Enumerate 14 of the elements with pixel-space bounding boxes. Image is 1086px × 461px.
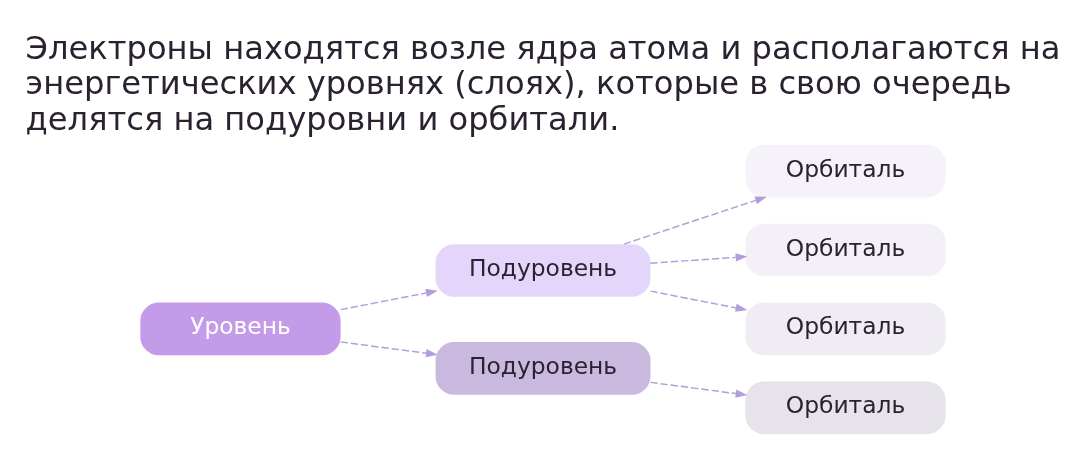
node-box: Подуровень xyxy=(435,243,651,297)
arrow xyxy=(649,381,748,398)
arrow xyxy=(623,196,767,245)
arrow xyxy=(340,340,438,357)
node-box: Подуровень xyxy=(435,341,651,395)
arrow xyxy=(649,289,748,312)
arrow xyxy=(649,252,748,264)
node-box: Уровень xyxy=(140,302,341,355)
node-box: Орбиталь xyxy=(745,381,946,434)
node-box: Орбиталь xyxy=(745,144,946,197)
node-box: Орбиталь xyxy=(745,302,946,355)
node-box: Орбиталь xyxy=(745,223,946,276)
arrow xyxy=(340,288,438,310)
diagram-title: Электроны находятся возле ядра атома и располагаются на энергетических уровнях (слоях), которые в свою очередь делятся на подуровни и орбитали. xyxy=(25,28,1061,138)
